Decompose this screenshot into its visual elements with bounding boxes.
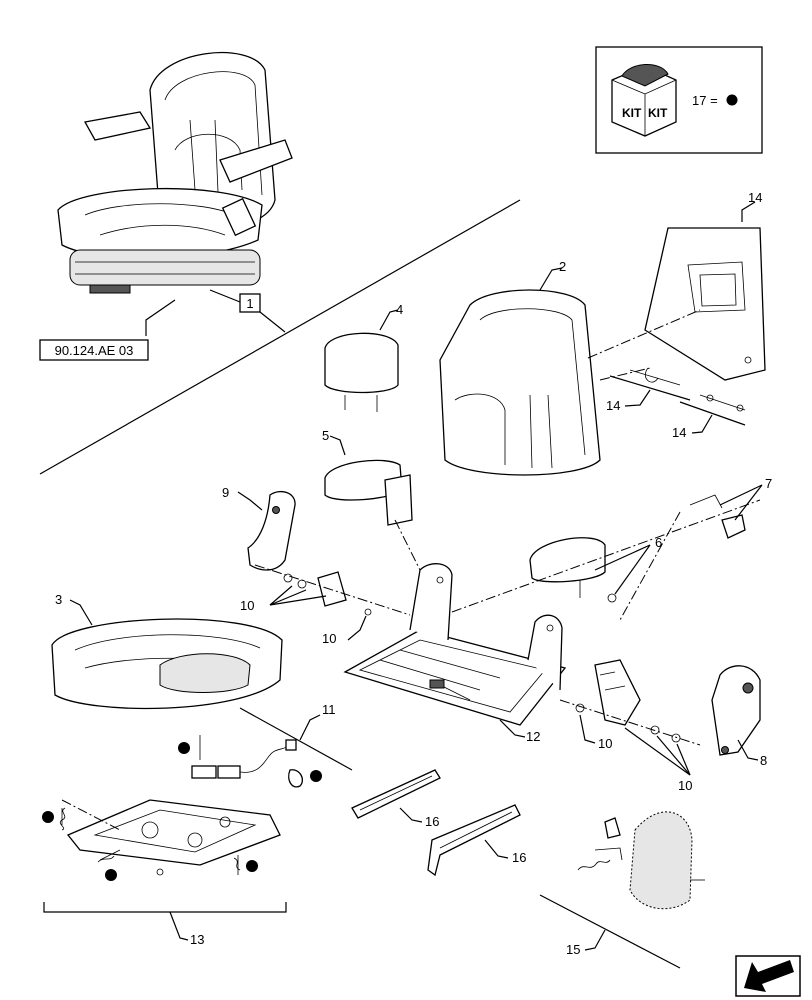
bracket-15 (539, 894, 681, 969)
leader-16a (399, 807, 423, 823)
callout-5: 5 (322, 428, 329, 443)
leader-10c (579, 714, 596, 744)
callout-16b: 16 (512, 850, 526, 865)
leader-16b (484, 839, 509, 859)
leader-10b (347, 615, 367, 641)
callout-9: 9 (222, 485, 229, 500)
leader-3 (69, 599, 93, 626)
callout-11: 11 (322, 702, 336, 717)
callout-6: 6 (655, 535, 662, 550)
part-11-switch-cable (191, 735, 304, 788)
callout-10b: 10 (322, 631, 336, 646)
leader-15 (584, 929, 606, 951)
leader-14b (691, 414, 713, 434)
callout-2: 2 (559, 259, 566, 274)
leader-2 (539, 267, 563, 291)
leader-1a (209, 289, 241, 303)
alignment-line-1 (587, 309, 701, 359)
callout-15: 15 (566, 942, 580, 957)
part-5-left-armrest (324, 459, 413, 526)
callout-1-box (239, 293, 261, 313)
part-3-seat-cushion (51, 618, 283, 710)
leader-10a-1 (269, 585, 293, 606)
part-2-backrest-cushion (439, 289, 601, 476)
part-14-backrest-frame (644, 227, 766, 381)
callout-8: 8 (760, 753, 767, 768)
kit-dot-1 (178, 742, 190, 754)
part-9-left-side-cover (247, 491, 296, 571)
callout-10a: 10 (240, 598, 254, 613)
callout-10d: 10 (678, 778, 692, 793)
bracket-11 (239, 707, 353, 771)
reference-label: 90.124.AE 03 (55, 343, 134, 358)
part-10-right-hardware (575, 659, 681, 743)
alignment-line-10c (559, 699, 701, 746)
arrow-left-down-icon[interactable] (735, 955, 801, 997)
kit-dot-5 (246, 860, 258, 872)
callout-4: 4 (396, 302, 403, 317)
leader-12 (499, 719, 526, 738)
assembled-seat-drawing (57, 51, 293, 294)
kit-text-right: KIT (648, 106, 668, 120)
leader-10d-1 (624, 727, 691, 776)
leader-9 (237, 491, 263, 511)
callout-12: 12 (526, 729, 540, 744)
leader-13 (169, 911, 189, 941)
part-7-lever (689, 494, 746, 539)
callout-10c: 10 (598, 736, 612, 751)
callout-3: 3 (55, 592, 62, 607)
kit-dot-2 (310, 770, 322, 782)
bracket-14a (609, 375, 691, 401)
leader-10a-2 (269, 589, 307, 606)
part-4-headrest (324, 332, 399, 412)
part-14-hardware (629, 367, 746, 412)
leader-7a (719, 484, 763, 506)
kit-text-left: KIT (622, 106, 642, 120)
section-divider-line (39, 199, 521, 475)
bracket-13 (43, 902, 287, 913)
reference-box (39, 339, 149, 361)
leader-6b (614, 544, 651, 595)
leader-5 (329, 435, 346, 456)
kit-dot-3 (42, 811, 54, 823)
part-12-seat-frame (343, 563, 567, 726)
bracket-14b (679, 401, 746, 426)
leader-14-top (741, 201, 756, 222)
leader-10d-3 (676, 743, 691, 776)
leader-8 (737, 739, 759, 761)
callout-16a: 16 (425, 814, 439, 829)
leader-10d-2 (656, 735, 691, 776)
callout-13: 13 (190, 932, 204, 947)
callout-14b: 14 (672, 425, 686, 440)
kit-legend-text: 17 = (692, 93, 718, 108)
part-13-base-plate (59, 799, 281, 876)
leader-7b (734, 484, 763, 521)
leader-11 (299, 714, 321, 741)
alignment-line-2 (599, 367, 651, 381)
part-15-spring-assembly (577, 811, 705, 910)
part-16-slide-rails (351, 769, 521, 877)
alignment-line-10 (254, 564, 411, 616)
alignment-line-12 (451, 499, 761, 613)
leader-10a-3 (269, 595, 327, 606)
part-6-right-armrest (529, 537, 617, 603)
leader-4 (379, 309, 399, 331)
alignment-line-13 (61, 799, 121, 831)
part-8-right-side-cover (711, 665, 761, 756)
kit-dot-4 (105, 869, 117, 881)
filled-dot-icon (726, 94, 738, 106)
callout-1-label: 1 (246, 296, 253, 311)
leader-ref (145, 299, 176, 336)
leader-14a (624, 389, 651, 407)
callout-14-top: 14 (748, 190, 762, 205)
callout-7: 7 (765, 476, 772, 491)
alignment-line-7 (619, 511, 681, 621)
leader-6a (594, 544, 651, 571)
kit-legend-box: KIT KIT 17 = (595, 46, 763, 154)
leader-1b (259, 311, 286, 333)
callout-14a: 14 (606, 398, 620, 413)
